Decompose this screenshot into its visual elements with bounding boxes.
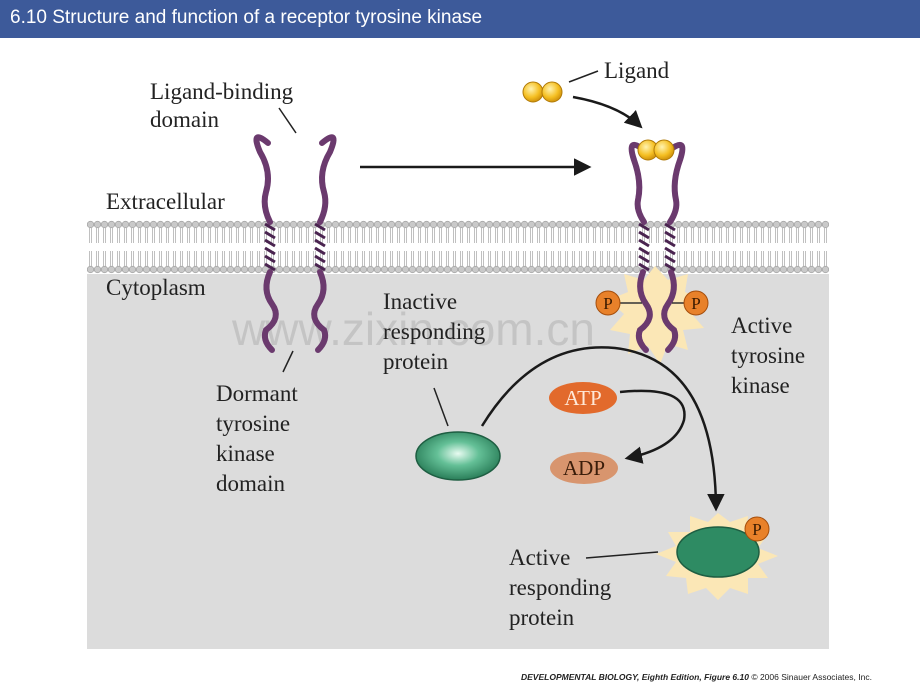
caption-copyright: © 2006 Sinauer Associates, Inc. xyxy=(751,672,872,682)
active-protein-phosphate-label: P xyxy=(752,520,761,539)
watermark: www.zixin.com.cn xyxy=(231,303,595,355)
extracellular-label: Extracellular xyxy=(106,189,225,214)
active-transmembrane-helices xyxy=(638,222,676,272)
plasma-membrane xyxy=(87,220,829,274)
ligand-pointer xyxy=(568,70,599,83)
bound-ligand xyxy=(637,139,675,161)
figure-caption: DEVELOPMENTAL BIOLOGY, Eighth Edition, F… xyxy=(521,672,872,682)
ligand-binding-label: Ligand-binding domain xyxy=(150,79,299,132)
dormant-kinase-label: Dormant tyrosine kinase domain xyxy=(216,381,304,496)
active-kinase-glow xyxy=(608,266,705,364)
dormant-pointer xyxy=(282,350,294,373)
atp-molecule xyxy=(549,382,617,414)
cytoplasm-label: Cytoplasm xyxy=(106,275,206,300)
inactive-responding-protein xyxy=(415,431,501,481)
phosphate-left-label: P xyxy=(603,294,612,313)
phosphorylation-arrow xyxy=(480,346,725,512)
phosphate-left xyxy=(595,290,621,316)
ligand-binding-pointer xyxy=(278,107,297,134)
atp-to-adp-arrow xyxy=(619,389,686,464)
title-bar: 6.10 Structure and function of a recepto… xyxy=(0,0,920,38)
rtk-diagram: www.zixin.com.cn xyxy=(87,58,829,649)
atp-label: ATP xyxy=(564,386,601,410)
ligand-label: Ligand xyxy=(604,58,670,83)
active-responding-protein xyxy=(676,526,760,578)
active-protein-pointer xyxy=(585,551,659,559)
active-receptor xyxy=(628,141,686,353)
adp-label: ADP xyxy=(563,456,605,480)
adp-molecule xyxy=(550,452,618,484)
slide-title: 6.10 Structure and function of a recepto… xyxy=(10,7,483,28)
phosphate-right-label: P xyxy=(691,294,700,313)
dormant-receptor xyxy=(253,134,337,353)
inactive-protein-label: Inactive responding protein xyxy=(383,289,491,374)
phosphate-right xyxy=(683,290,709,316)
free-ligand xyxy=(522,81,563,103)
ligand-binding-arrow xyxy=(572,95,643,129)
inactive-protein-pointer xyxy=(433,387,449,427)
caption-book: DEVELOPMENTAL BIOLOGY, Eighth Edition, F… xyxy=(521,672,749,682)
active-protein-label: Active responding protein xyxy=(509,545,617,630)
dormant-transmembrane-helices xyxy=(264,222,326,272)
active-kinase-label: Active tyrosine kinase xyxy=(731,313,811,398)
active-protein-phosphate xyxy=(744,516,770,542)
